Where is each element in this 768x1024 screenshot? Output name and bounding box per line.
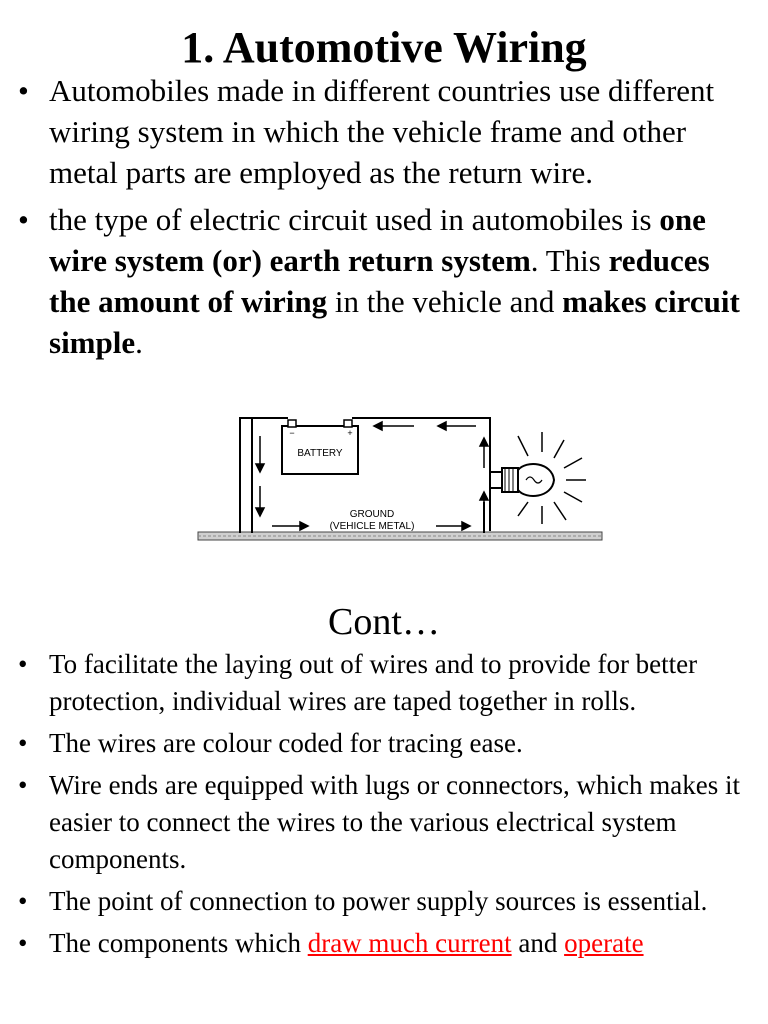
- slide-title: 1. Automotive Wiring: [181, 23, 587, 72]
- bullet-text-part: . This: [530, 243, 609, 278]
- bullet-marker: •: [18, 649, 28, 679]
- bullet-text-part: in the vehicle and: [327, 284, 563, 319]
- bullet-marker: •: [18, 73, 29, 108]
- bullet-bold-text: reduces the amount of wiring: [49, 243, 710, 319]
- bullet-item: • The wires are colour coded for tracing…: [0, 725, 768, 762]
- current-arrows: [254, 420, 490, 532]
- bullet-marker: •: [18, 728, 28, 758]
- battery-label: BATTERY: [297, 448, 343, 459]
- bullet-item: • Wire ends are equipped with lugs or co…: [0, 767, 768, 878]
- bullet-item: • The components which draw much current…: [0, 925, 768, 962]
- bullet-marker: •: [18, 886, 28, 916]
- bullet-bold-text: one wire system (or) earth return system: [49, 202, 706, 278]
- bullet-text: To facilitate the laying out of wires an…: [49, 649, 698, 716]
- bullet-text: Automobiles made in different countries …: [49, 73, 715, 190]
- battery-minus-sign: −: [289, 428, 294, 438]
- bullet-marker: •: [18, 928, 28, 958]
- bullet-text-part: and: [511, 928, 565, 958]
- highlight-text: operate: [564, 928, 644, 958]
- ground-label: GROUND: [350, 509, 394, 520]
- bullet-item: • Automobiles made in different countrie…: [0, 70, 768, 193]
- battery-plus-sign: +: [347, 428, 352, 438]
- ground-label-sub: (VEHICLE METAL): [330, 521, 415, 532]
- left-wire: [239, 417, 288, 533]
- earth-return-circuit-diagram: − + BATTERY: [197, 417, 603, 541]
- bullet-text-part: The components which: [49, 928, 308, 958]
- highlight-text: draw much current: [307, 928, 512, 958]
- bullet-bold-text: makes circuit simple: [49, 284, 740, 360]
- slide2-bullet-list: • To facilitate the laying out of wires …: [0, 646, 768, 967]
- bullet-marker: •: [18, 202, 29, 237]
- bullet-text-part: .: [135, 325, 143, 360]
- bullet-text: The point of connection to power supply …: [49, 886, 708, 916]
- bullet-item: • To facilitate the laying out of wires …: [0, 646, 768, 720]
- slide1-bullet-list: • Automobiles made in different countrie…: [0, 70, 768, 369]
- slide2-title: Cont…: [328, 601, 440, 643]
- bullet-item: • The point of connection to power suppl…: [0, 883, 768, 920]
- top-wire: [352, 417, 491, 531]
- bullet-marker: •: [18, 770, 28, 800]
- bullet-text: The wires are colour coded for tracing e…: [49, 728, 523, 758]
- bullet-text-part: the type of electric circuit used in aut…: [49, 202, 660, 237]
- bullet-text: Wire ends are equipped with lugs or conn…: [49, 770, 740, 874]
- bullet-item: • the type of electric circuit used in a…: [0, 199, 768, 363]
- light-bulb-icon: [490, 463, 556, 497]
- light-rays: [517, 432, 586, 524]
- battery-icon: − + BATTERY: [281, 419, 359, 475]
